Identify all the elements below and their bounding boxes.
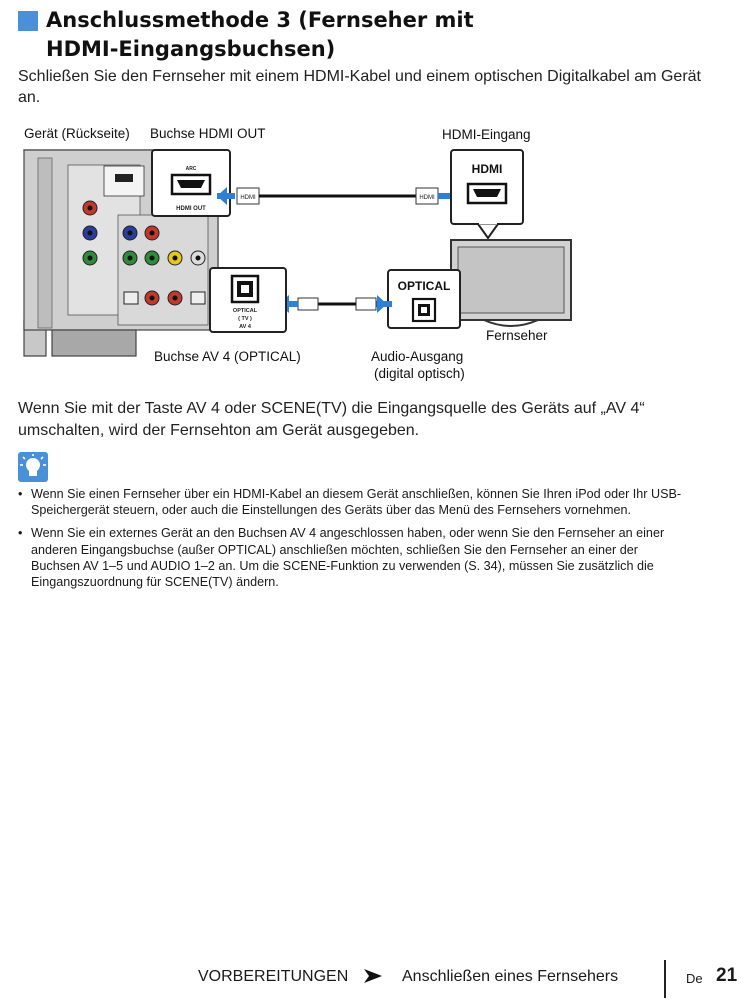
panel-hdmi-out-label: HDMI OUT xyxy=(176,206,206,212)
connection-diagram-svg: ARC HDMI OUT HDMI HDMI HDMI xyxy=(23,149,572,357)
bullet-dot: • xyxy=(18,487,23,501)
label-hdmi-in: HDMI-Eingang xyxy=(442,127,531,142)
panel-tv-label: ( TV ) xyxy=(238,316,252,322)
panel-av4-label: AV 4 xyxy=(239,324,252,330)
section-title-line1: Anschlussmethode 3 (Fernseher mit xyxy=(46,8,474,32)
footer-section-link[interactable]: VORBEREITUNGEN xyxy=(198,968,349,985)
hint-item-text: Wenn Sie einen Fernseher über ein HDMI-K… xyxy=(31,487,682,518)
heading-square-marker xyxy=(18,11,38,31)
label-audio-out: Audio-Ausgang xyxy=(371,349,464,364)
lightbulb-icon xyxy=(18,452,48,487)
footer-subsection-link[interactable]: Anschließen eines Fernsehers xyxy=(402,968,619,985)
label-hdmi-out: Buchse HDMI OUT xyxy=(150,126,266,141)
hdmi-in-jack-label: HDMI xyxy=(472,162,503,176)
footer-divider xyxy=(664,960,666,998)
optical-jack-label: OPTICAL xyxy=(398,279,451,293)
label-av4-optical: Buchse AV 4 (OPTICAL) xyxy=(154,349,301,364)
hint-item-text: Wenn Sie ein externes Gerät an den Buchs… xyxy=(31,526,665,590)
section-title: Anschlussmethode 3 (Fernseher mit HDMI-E… xyxy=(46,6,474,64)
hint-item-1: • Wenn Sie einen Fernseher über ein HDMI-… xyxy=(18,486,688,518)
body-paragraph: Wenn Sie mit der Taste AV 4 oder SCENE(T… xyxy=(18,400,645,439)
optical-out-callout: OPTICAL xyxy=(387,269,461,329)
hdmi-plug-left-label: HDMI xyxy=(240,195,256,201)
intro-paragraph: Schließen Sie den Fernseher mit einem HD… xyxy=(18,68,701,106)
page-footer: VORBEREITUNGEN Anschließen eines Fernseh… xyxy=(0,958,749,998)
bullet-dot: • xyxy=(18,526,23,541)
panel-optical-label: OPTICAL xyxy=(233,308,258,314)
hdmi-in-callout: HDMI xyxy=(450,149,524,240)
av4-optical-callout: OPTICAL ( TV ) AV 4 xyxy=(209,267,287,333)
page-number: 21 xyxy=(716,965,738,986)
label-tv: Fernseher xyxy=(486,328,548,343)
connection-diagram: ARC HDMI OUT HDMI HDMI HDMI xyxy=(18,120,578,390)
label-device-rear: Gerät (Rückseite) xyxy=(24,126,130,141)
optical-cable xyxy=(279,295,392,313)
hint-list: • Wenn Sie einen Fernseher über ein HDMI-… xyxy=(18,486,688,597)
label-digital-optical: (digital optisch) xyxy=(374,366,465,381)
section-title-line2: HDMI-Eingangsbuchsen) xyxy=(46,37,336,61)
hdmi-out-callout: ARC HDMI OUT xyxy=(151,149,231,217)
tv-set xyxy=(450,239,572,327)
hint-item-2: • Wenn Sie ein externes Gerät an den Buch… xyxy=(18,525,688,590)
footer-language: De xyxy=(686,971,703,986)
hdmi-plug-right-label: HDMI xyxy=(419,195,435,201)
chevron-right-icon xyxy=(364,969,382,988)
panel-arc-label: ARC xyxy=(186,166,197,172)
hdmi-cable: HDMI HDMI xyxy=(217,187,467,205)
